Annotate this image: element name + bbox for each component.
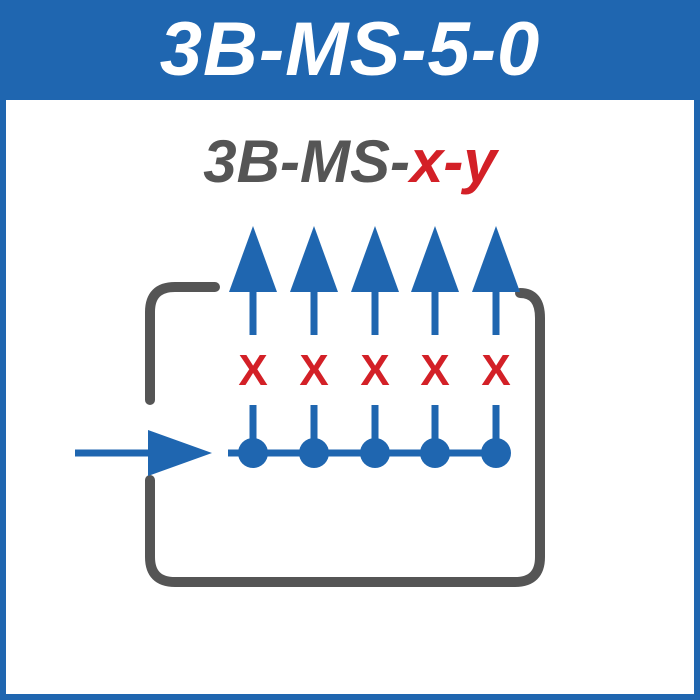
output-arrow-icon [472,226,520,292]
frame-border-bottom [0,694,700,700]
inlet-arrow-icon [75,430,212,476]
output-arrow-icon [290,226,338,292]
junction-dot [420,438,450,468]
header-bar: 3B-MS-5-0 [0,0,700,100]
frame-border-right [694,100,700,700]
output-channel: X [229,226,277,468]
output-arrow-icon [351,226,399,292]
blocked-mark-icon: X [420,346,449,395]
output-arrow-icon [411,226,459,292]
frame-border-left [0,100,6,700]
output-arrow-icon [229,226,277,292]
output-channel: X [411,226,459,468]
diagram-label-prefix: 3B-MS- [203,128,410,195]
blocked-mark-icon: X [481,346,510,395]
output-channel: X [290,226,338,468]
diagram-label-variables: x-y [409,128,497,195]
output-channel: X [351,226,399,468]
junction-dot [238,438,268,468]
blocked-mark-icon: X [360,346,389,395]
blocked-mark-icon: X [299,346,328,395]
junction-dot [360,438,390,468]
valve-body-loop [145,282,545,587]
junction-dot [299,438,329,468]
output-channel: X [472,226,520,468]
junction-dot [481,438,511,468]
blocked-mark-icon: X [238,346,267,395]
product-code-title: 3B-MS-5-0 [159,7,541,92]
diagram-label: 3B-MS-x-y [0,132,700,192]
